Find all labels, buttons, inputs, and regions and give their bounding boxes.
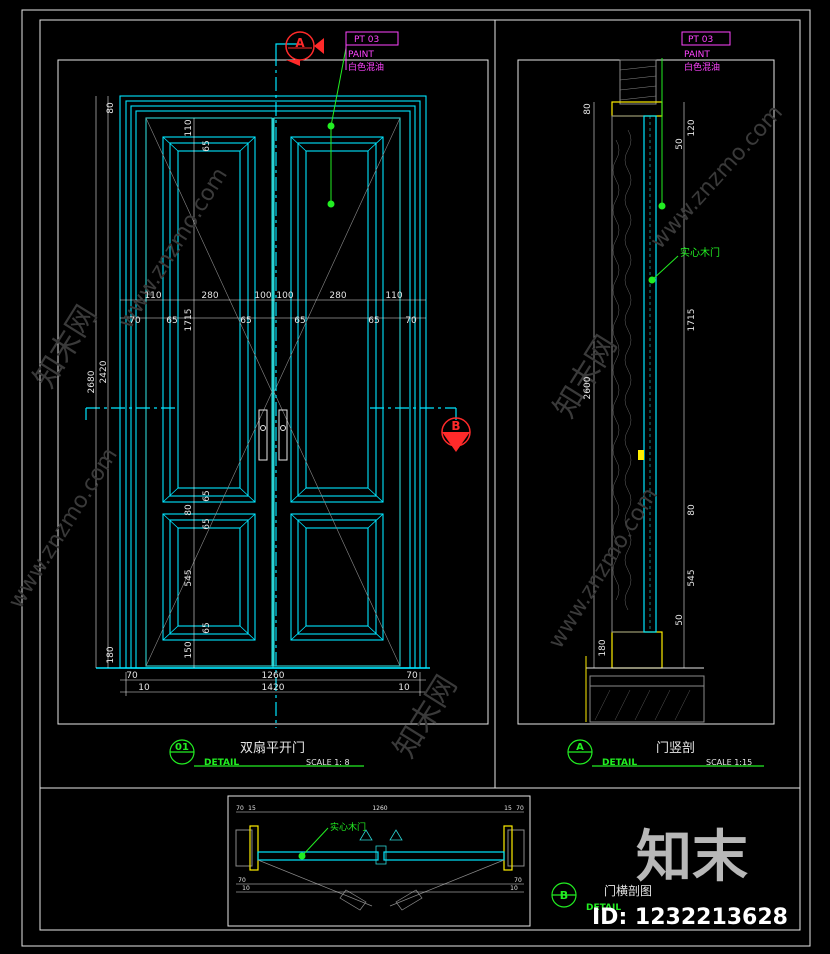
- front-scale: SCALE 1: 8: [306, 758, 350, 767]
- paint-tag-code: PT 03: [354, 35, 379, 45]
- dim-bottom-inner: 1260: [262, 671, 285, 681]
- dim-v-lower-panel: 545: [184, 569, 194, 586]
- dim-v-rail-c: 65: [202, 518, 212, 529]
- dim-left-panel: 280: [201, 291, 218, 301]
- dim-v-mid: 80: [184, 504, 194, 516]
- hs-dim-b10r: 10: [510, 885, 518, 892]
- dim-v-base: 180: [106, 646, 116, 663]
- hs-dim-top: 1260: [372, 805, 387, 812]
- hs-dim-l70: 70: [236, 805, 244, 812]
- vs-callout-letter: A: [576, 742, 584, 753]
- dim-bottom-l10: 10: [138, 683, 150, 693]
- vs-dim-120: 120: [687, 119, 697, 136]
- watermark-site: www.znzmo.com: [646, 100, 788, 254]
- watermark: www.znzmo.com www.znzmo.com www.znzmo.co…: [4, 100, 788, 764]
- dim-left-frame: 110: [144, 291, 161, 301]
- vs-detail-label: DETAIL: [602, 758, 637, 768]
- dim-v-overall: 2680: [87, 370, 97, 393]
- dim-v-top: 80: [106, 102, 116, 114]
- dim-v-top-rail: 110: [184, 119, 194, 136]
- watermark-site: www.znzmo.com: [114, 163, 233, 333]
- sheet-frame: [21, 9, 811, 947]
- vs-dim-50b: 50: [675, 614, 685, 626]
- dim-bottom-r10: 10: [398, 683, 410, 693]
- dim-left-stile: 100: [254, 291, 271, 301]
- door-elevation: [96, 95, 430, 669]
- front-dimension-lines: [95, 96, 426, 696]
- hs-detail-label: DETAIL: [586, 903, 621, 913]
- detail-callout-icons: [169, 739, 764, 908]
- hs-dim-r15: 15: [504, 805, 512, 812]
- horizontal-section: [235, 811, 525, 911]
- section-b-label: B: [451, 419, 460, 433]
- dim-inner-f: 70: [405, 316, 417, 326]
- vs-dim-lower: 545: [687, 569, 697, 586]
- hs-callout-letter: B: [560, 889, 568, 902]
- leader-lines: [327, 47, 347, 208]
- dim-inner-c: 65: [240, 316, 251, 326]
- vs-title: 门竖剖: [656, 741, 695, 756]
- front-detail-label: DETAIL: [204, 758, 239, 768]
- hs-title: 门横剖图: [604, 883, 652, 898]
- watermark-site: www.znzmo.com: [544, 483, 663, 653]
- hs-dim-r70: 70: [516, 805, 524, 812]
- dim-inner-d: 65: [294, 316, 305, 326]
- section-marker-a-icon: [285, 31, 324, 66]
- section-a-label: A: [295, 36, 305, 50]
- dim-inner-e: 65: [368, 316, 379, 326]
- front-title: 双扇平开门: [240, 740, 305, 756]
- dim-inner-a: 70: [129, 316, 141, 326]
- front-callout-number: 01: [175, 742, 189, 753]
- vs-scale: SCALE 1:15: [706, 758, 752, 767]
- vs-dim-base: 180: [598, 639, 608, 656]
- dim-right-frame: 110: [385, 291, 402, 301]
- section-cut-lines: [86, 52, 456, 728]
- dim-bottom-l70: 70: [126, 671, 138, 681]
- image-id: ID: 1232213628: [592, 905, 788, 930]
- hs-dim-l15: 15: [248, 805, 256, 812]
- paint-tag-box: [345, 31, 731, 46]
- dim-v-rail-a: 65: [202, 140, 212, 151]
- paint-tag-finish-2: 白色混油: [684, 61, 720, 73]
- dim-v-rail-b: 65: [202, 490, 212, 501]
- dim-bottom-overall: 1420: [262, 683, 285, 693]
- dim-v-upper-panel: 1715: [184, 309, 194, 332]
- dim-bottom-r70: 70: [406, 671, 418, 681]
- vs-dim-upper: 1715: [687, 309, 697, 332]
- brand-logo: 知末: [636, 825, 748, 890]
- paint-tag-type-2: PAINT: [684, 50, 710, 60]
- door-handle-icon: [258, 409, 288, 461]
- vs-material-label: 实心木门: [680, 246, 720, 259]
- paint-tag-type: PAINT: [348, 50, 374, 60]
- section-marker-b-icon: [441, 417, 471, 452]
- dim-v-door: 2420: [99, 360, 109, 383]
- dim-inner-b: 65: [166, 316, 177, 326]
- dim-right-panel: 280: [329, 291, 346, 301]
- vs-dim-top: 80: [583, 103, 593, 115]
- vs-dim-overall: 2600: [583, 376, 593, 399]
- paint-tag-finish: 白色混油: [348, 61, 384, 73]
- hs-dim-b70r: 70: [514, 877, 522, 884]
- hs-dim-b70: 70: [238, 877, 246, 884]
- vs-dim-50: 50: [675, 138, 685, 150]
- paint-tag-code-2: PT 03: [688, 35, 713, 45]
- hs-material-label: 实心木门: [330, 821, 366, 833]
- vertical-section: [585, 58, 705, 723]
- dim-right-stile: 100: [276, 291, 293, 301]
- vs-dim-mid: 80: [687, 504, 697, 516]
- dim-v-bottom: 150: [184, 641, 194, 658]
- dim-v-rail-d: 65: [202, 622, 212, 633]
- hs-dim-b10: 10: [242, 885, 250, 892]
